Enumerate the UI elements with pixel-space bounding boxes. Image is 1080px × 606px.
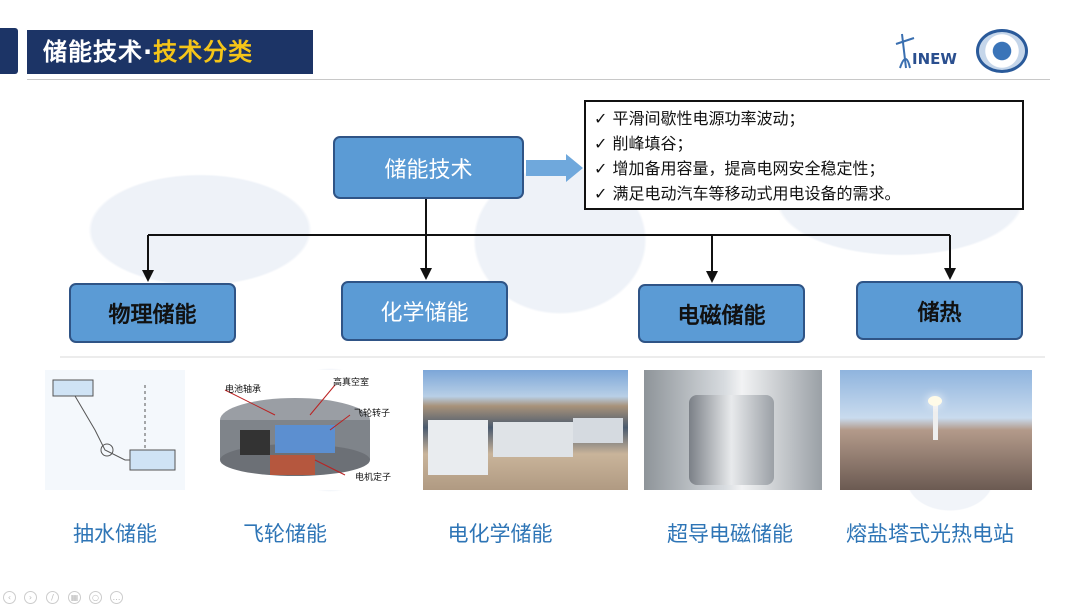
title-accent-bar (0, 28, 18, 74)
title-main: 储能技术· (43, 38, 154, 66)
benefit-item: ✓ 满足电动汽车等移动式用电设备的需求。 (594, 184, 901, 203)
zoom-icon[interactable]: ○ (89, 591, 102, 604)
page-title: 储能技术·技术分类 (27, 30, 313, 74)
superconducting-magnet-photo (644, 370, 822, 490)
flywheel-diagram: 电池轴承 高真空室 飞轮转子 电机定子 (200, 370, 400, 490)
benefits-box: ✓ 平滑间歇性电源功率波动； ✓ 削峰填谷； ✓ 增加备用容量，提高电网安全稳定… (584, 100, 1024, 210)
caption-superconducting: 超导电磁储能 (667, 522, 793, 546)
battery-station-photo (423, 370, 628, 490)
pumped-hydro-diagram (45, 370, 185, 490)
benefit-item: ✓ 削峰填谷； (594, 134, 693, 153)
caption-electrochemical: 电化学储能 (447, 522, 553, 546)
title-highlight: 技术分类 (153, 38, 254, 66)
slides-grid-icon[interactable]: ▦ (68, 591, 81, 604)
node-chemical-storage: 化学储能 (341, 281, 508, 341)
header-divider (27, 79, 1050, 80)
benefit-item: ✓ 增加备用容量，提高电网安全稳定性； (594, 159, 885, 178)
node-thermal-storage: 储热 (856, 281, 1023, 340)
caption-molten-salt: 熔盐塔式光热电站 (846, 522, 1014, 546)
more-options-icon[interactable]: … (110, 591, 123, 604)
inew-logo: INEW (890, 30, 960, 72)
next-slide-icon[interactable]: › (24, 591, 37, 604)
node-physical-storage: 物理储能 (69, 283, 236, 343)
arrow-to-benefits (526, 154, 583, 182)
caption-pumped-hydro: 抽水储能 (73, 522, 157, 546)
root-node-energy-storage: 储能技术 (333, 136, 524, 199)
previous-slide-icon[interactable]: ‹ (3, 591, 16, 604)
pen-icon[interactable]: / (46, 591, 59, 604)
university-seal-logo (976, 29, 1028, 73)
molten-salt-solar-tower-photo (840, 370, 1032, 490)
caption-flywheel: 飞轮储能 (243, 522, 327, 546)
node-electromagnetic-storage: 电磁储能 (638, 284, 805, 343)
benefit-item: ✓ 平滑间歇性电源功率波动； (594, 109, 805, 128)
